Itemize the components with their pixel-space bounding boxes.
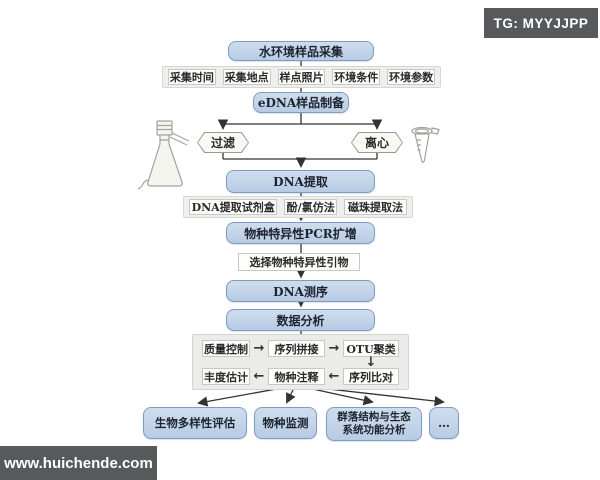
detail-collect-site: 采集地点 <box>222 69 271 85</box>
analysis-annotation: 物种注释 <box>268 368 325 385</box>
arrow-right-icon: → <box>253 341 265 356</box>
node-primer-selection: 选择物种特异性引物 <box>238 253 360 271</box>
node-centrifuge-label: 离心 <box>352 133 402 152</box>
analysis-abundance: 丰度估计 <box>202 368 250 385</box>
method-magnetic-bead: 磁珠提取法 <box>344 199 407 215</box>
arrow-right-icon: → <box>328 341 340 356</box>
extraction-methods-row: DNA提取试剂盒 酚/氯仿法 磁珠提取法 <box>183 196 413 218</box>
filter-flask-icon <box>137 120 190 190</box>
arrow-left-icon: ← <box>328 369 340 384</box>
watermark-bottom-left: www.huichende.com <box>0 446 157 480</box>
analysis-alignment: 序列比对 <box>343 368 399 385</box>
sampling-details-row: 采集时间 采集地点 样点照片 环境条件 环境参数 <box>162 66 441 88</box>
method-extraction-kit: DNA提取试剂盒 <box>189 199 278 215</box>
analysis-assembly: 序列拼接 <box>268 340 325 357</box>
analysis-qc: 质量控制 <box>202 340 250 357</box>
output-more: … <box>429 407 459 439</box>
method-phenol-chloroform: 酚/氯仿法 <box>284 199 338 215</box>
detail-site-photo: 样点照片 <box>277 69 326 85</box>
node-filter-hex: 过滤 <box>197 132 249 153</box>
detail-collect-time: 采集时间 <box>168 69 216 85</box>
node-filter-label: 过滤 <box>198 133 248 152</box>
node-sequencing: DNA测序 <box>226 280 375 302</box>
node-data-analysis: 数据分析 <box>226 309 375 331</box>
output-community-line1: 群落结构与生态 <box>337 410 411 423</box>
detail-env-condition: 环境条件 <box>332 69 381 85</box>
output-monitoring: 物种监测 <box>254 407 317 439</box>
arrow-down-icon: ↓ <box>365 354 377 370</box>
node-edna-prep: eDNA样品制备 <box>253 92 349 113</box>
node-water-sampling: 水环境样品采集 <box>228 41 374 61</box>
output-biodiversity: 生物多样性评估 <box>143 407 247 439</box>
output-community-line2: 系统功能分析 <box>342 424 406 436</box>
detail-env-parameter: 环境参数 <box>387 69 435 85</box>
arrow-left-icon: ← <box>253 369 265 384</box>
watermark-top-right: TG: MYYJJPP <box>484 8 598 38</box>
analysis-otu: OTU聚类 <box>343 340 399 357</box>
centrifuge-tube-icon <box>411 126 440 164</box>
node-centrifuge-hex: 离心 <box>351 132 403 153</box>
output-community: 群落结构与生态 系统功能分析 <box>326 407 422 441</box>
node-dna-extraction: DNA提取 <box>226 170 375 193</box>
node-pcr: 物种特异性PCR扩增 <box>226 222 375 244</box>
